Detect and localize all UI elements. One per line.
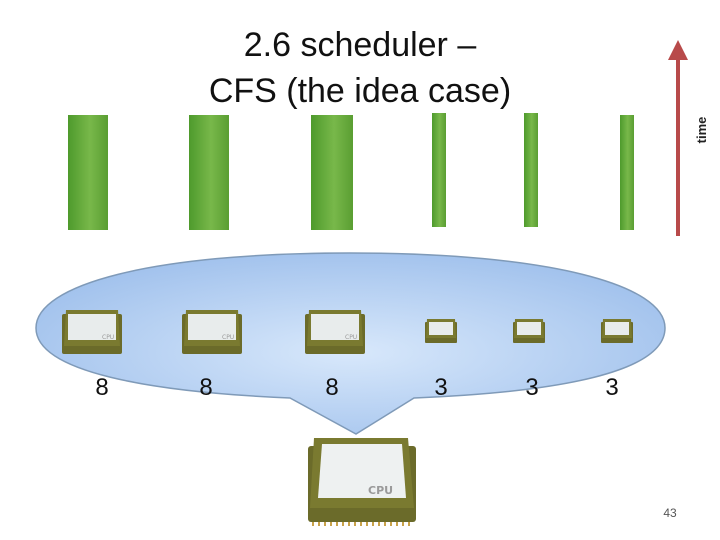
chip-label: CPU — [102, 334, 114, 341]
time-slice-bar-4 — [432, 113, 446, 227]
chip-label: CPU — [345, 334, 357, 341]
page-number: 43 — [663, 506, 677, 520]
title-line-2: CFS (the idea case) — [208, 72, 512, 110]
up-arrow-icon — [668, 40, 688, 60]
weight-label: 8 — [325, 374, 339, 401]
weight-label: 3 — [434, 374, 448, 401]
time-slice-bar-5 — [524, 113, 538, 227]
weight-label: 8 — [199, 374, 213, 401]
weight-label: 8 — [95, 374, 109, 401]
chip-label: CPU — [222, 334, 234, 341]
cpu-chip-icon — [601, 319, 633, 343]
time-slice-bar-6 — [620, 115, 634, 230]
cpu-chip-icon: CPU — [62, 310, 122, 354]
cpu-chip-icon — [425, 319, 457, 343]
time-slice-bar-2 — [189, 115, 229, 230]
cpu-chip-icon — [513, 319, 545, 343]
chip-label: CPU — [368, 484, 393, 497]
cpu-chip-icon: CPU — [182, 310, 242, 354]
time-slice-bar-1 — [68, 115, 108, 230]
slide-title: 2.6 scheduler – CFS (the idea case) — [150, 22, 570, 114]
title-line-1: 2.6 scheduler – — [243, 26, 477, 64]
time-axis-line — [676, 58, 680, 236]
weight-label: 3 — [525, 374, 539, 401]
cpu-chip-icon: CPU — [308, 438, 416, 526]
cpu-chip-icon: CPU — [305, 310, 365, 354]
weight-label: 3 — [605, 374, 619, 401]
time-slice-bar-3 — [311, 115, 353, 230]
